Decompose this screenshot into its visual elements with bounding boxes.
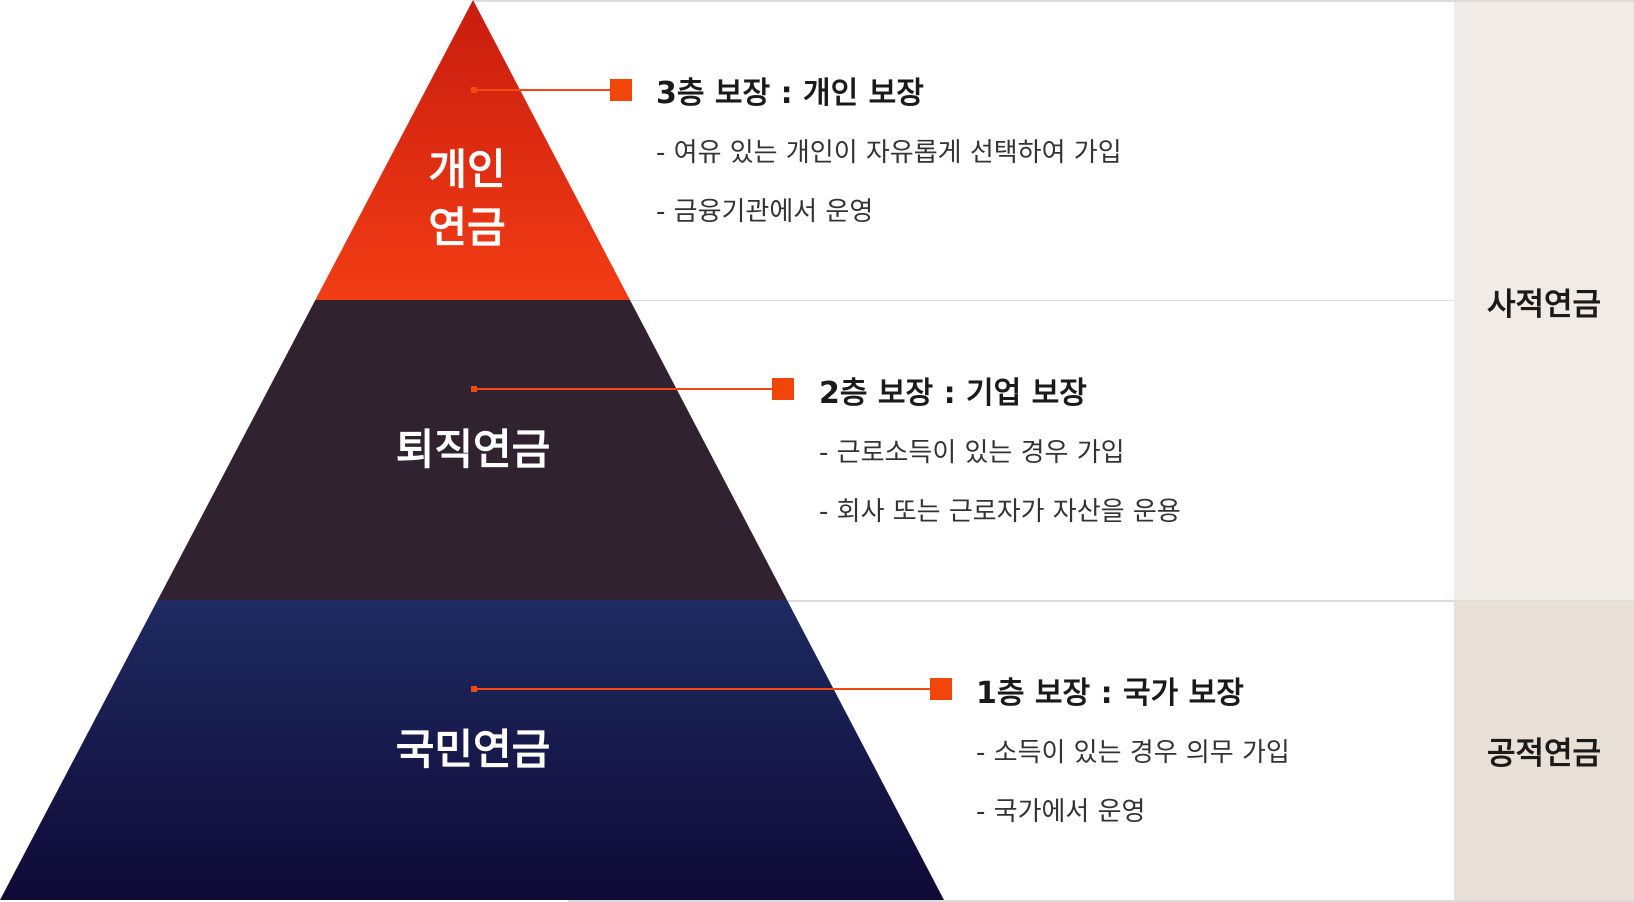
row-divider-2 — [780, 600, 1634, 602]
public-pension-category: 공적연금 — [1454, 601, 1634, 900]
tier3-bullet: - 금융기관에서 운영 — [656, 197, 874, 227]
tier2-bullet: - 회사 또는 근로자가 자산을 운용 — [819, 497, 1181, 527]
tier3-info: 3층 보장 : 개인 보장 - 여유 있는 개인이 자유롭게 선택하여 가입 -… — [656, 68, 1122, 250]
tier2-marker-icon — [772, 378, 794, 400]
tier3-marker-icon — [610, 79, 632, 101]
tier1-bullet: - 국가에서 운영 — [976, 797, 1146, 827]
tier2-bullet: - 근로소득이 있는 경우 가입 — [819, 438, 1125, 468]
private-pension-label: 사적연금 — [1486, 286, 1602, 323]
tier1-info: 1층 보장 : 국가 보장 - 소득이 있는 경우 의무 가입 - 국가에서 운… — [976, 668, 1290, 850]
bottom-divider — [568, 900, 1634, 902]
tier1-layer — [0, 600, 944, 900]
tier1-pyramid-label: 국민연금 — [395, 725, 551, 774]
tier2-info: 2층 보장 : 기업 보장 - 근로소득이 있는 경우 가입 - 회사 또는 근… — [819, 368, 1181, 550]
tier2-title: 2층 보장 : 기업 보장 — [819, 376, 1087, 411]
row-divider-1 — [620, 300, 1634, 301]
tier3-bullet: - 여유 있는 개인이 자유롭게 선택하여 가입 — [656, 138, 1122, 168]
tier1-marker-icon — [930, 678, 952, 700]
public-pension-label: 공적연금 — [1486, 736, 1602, 772]
tier1-bullet: - 소득이 있는 경우 의무 가입 — [976, 738, 1290, 768]
pension-pyramid — [0, 0, 944, 900]
tier2-connector — [473, 388, 773, 390]
tier2-pyramid-label: 퇴직연금 — [395, 425, 551, 474]
tier1-connector — [473, 688, 933, 690]
tier1-title: 1층 보장 : 국가 보장 — [976, 676, 1244, 711]
tier3-title: 3층 보장 : 개인 보장 — [656, 76, 924, 111]
private-pension-category: 사적연금 — [1454, 2, 1634, 600]
top-divider — [473, 0, 1634, 2]
tier3-connector — [473, 89, 613, 91]
